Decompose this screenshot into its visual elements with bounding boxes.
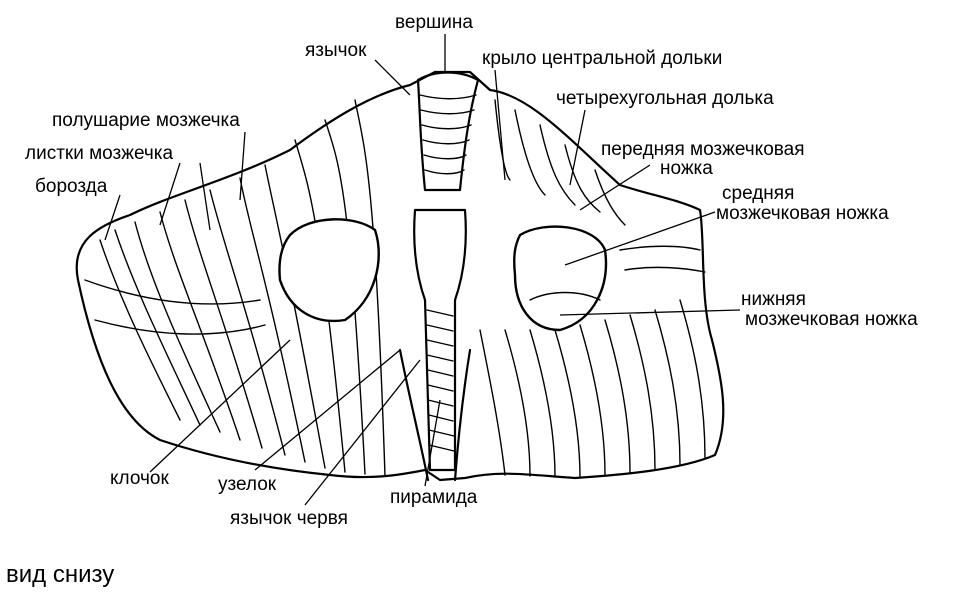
- label-nizhnyaya-2: мозжечковая ножка: [745, 309, 918, 330]
- label-klochok: клочок: [110, 468, 169, 489]
- label-srednyaya-1: средняя: [722, 183, 794, 204]
- label-srednyaya-2: мозжечковая ножка: [716, 203, 889, 224]
- label-borozda: борозда: [35, 176, 108, 197]
- left-hemisphere-folia: [84, 99, 386, 477]
- label-listki: листки мозжечка: [25, 143, 174, 164]
- right-hemisphere-folia: [479, 99, 706, 478]
- vermis-column: [413, 208, 467, 472]
- cerebellum-illustration: [75, 70, 725, 482]
- label-yazychok-chervya: язычок червя: [230, 508, 348, 529]
- label-polusharie: полушарие мозжечка: [52, 110, 240, 131]
- right-peduncle: [513, 225, 608, 332]
- label-uzelok: узелок: [218, 474, 277, 495]
- label-yazychok: язычок: [305, 40, 367, 61]
- label-chetyrekh: четырехугольная долька: [556, 88, 774, 109]
- vermis-top: [416, 71, 480, 192]
- left-peduncle: [278, 218, 380, 323]
- label-perednyaya-2: ножка: [660, 158, 713, 179]
- inferior-peduncle-line: [529, 291, 601, 301]
- label-nizhnyaya-1: нижняя: [741, 289, 806, 310]
- cerebellum-outline: [75, 70, 725, 482]
- inferior-notch: [398, 348, 472, 482]
- vermis-top-ridges: [419, 94, 477, 175]
- label-krylo: крыло центральной дольки: [482, 48, 722, 69]
- label-piramida: пирамида: [390, 487, 478, 508]
- label-perednyaya-1: передняя мозжечковая: [601, 139, 805, 160]
- label-vershina: вершина: [395, 12, 473, 33]
- leader-lines: [104, 34, 741, 506]
- vermis-column-ridges: [426, 309, 455, 452]
- caption: вид снизу: [6, 561, 114, 588]
